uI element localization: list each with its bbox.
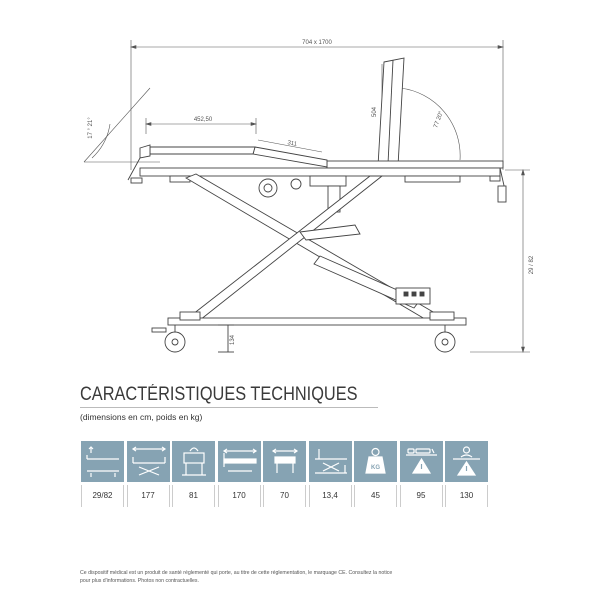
specs-row: 29/82 177 81 170 [81, 441, 491, 507]
leg-section-label: 452,50 [194, 117, 213, 123]
spec-length: 177 [126, 441, 170, 507]
overall-dimension-label: 704 x 1700 [302, 40, 332, 46]
height-range-icon [81, 441, 124, 482]
bed-technical-drawing: 704 x 1700 29 / 82 17 ° 21° 77 20° 452,5… [83, 40, 535, 354]
specs-subtitle: (dimensions en cm, poids en kg) [80, 412, 203, 422]
spec-width: 81 [172, 441, 215, 507]
spec-value: 177 [126, 485, 170, 507]
spec-weight: KG 45 [354, 441, 397, 507]
spec-safe-working-load: 95 [399, 441, 443, 507]
clearance-icon [308, 441, 352, 482]
spec-max-patient-weight: 130 [445, 441, 488, 507]
leg-angle-label: 17 ° 21° [88, 117, 94, 139]
spec-value: 45 [354, 485, 397, 507]
spec-value: 95 [399, 485, 443, 507]
width-icon [172, 441, 215, 482]
knee-label: 311 [287, 140, 298, 148]
weight-kg-icon: KG [354, 441, 397, 482]
surface-width-icon [263, 441, 306, 482]
spec-height-range: 29/82 [81, 441, 124, 507]
backrest-length-label: 504 [372, 106, 378, 117]
spec-clearance: 13,4 [308, 441, 352, 507]
spec-sleeping-surface: 170 [217, 441, 261, 507]
spec-value: 81 [172, 485, 215, 507]
backrest-angle-label: 77 20° [433, 110, 445, 129]
specs-title: CARACTÉRISTIQUES TECHNIQUES [80, 384, 358, 405]
height-range-label: 29 / 82 [529, 255, 535, 274]
safe-working-load-icon [399, 441, 443, 482]
sleeping-surface-icon [217, 441, 261, 482]
max-patient-weight-icon [445, 441, 488, 482]
spec-value: 13,4 [308, 485, 352, 507]
spec-value: 29/82 [81, 485, 124, 507]
clearance-label: 134 [230, 334, 236, 345]
legal-footnote: Ce dispositif médical est un produit de … [80, 570, 393, 584]
title-divider [80, 407, 378, 408]
spec-value: 170 [217, 485, 261, 507]
spec-surface-width: 70 [263, 441, 306, 507]
spec-value: 70 [263, 485, 306, 507]
spec-value: 130 [445, 485, 488, 507]
svg-text:KG: KG [371, 465, 380, 471]
length-icon [126, 441, 170, 482]
